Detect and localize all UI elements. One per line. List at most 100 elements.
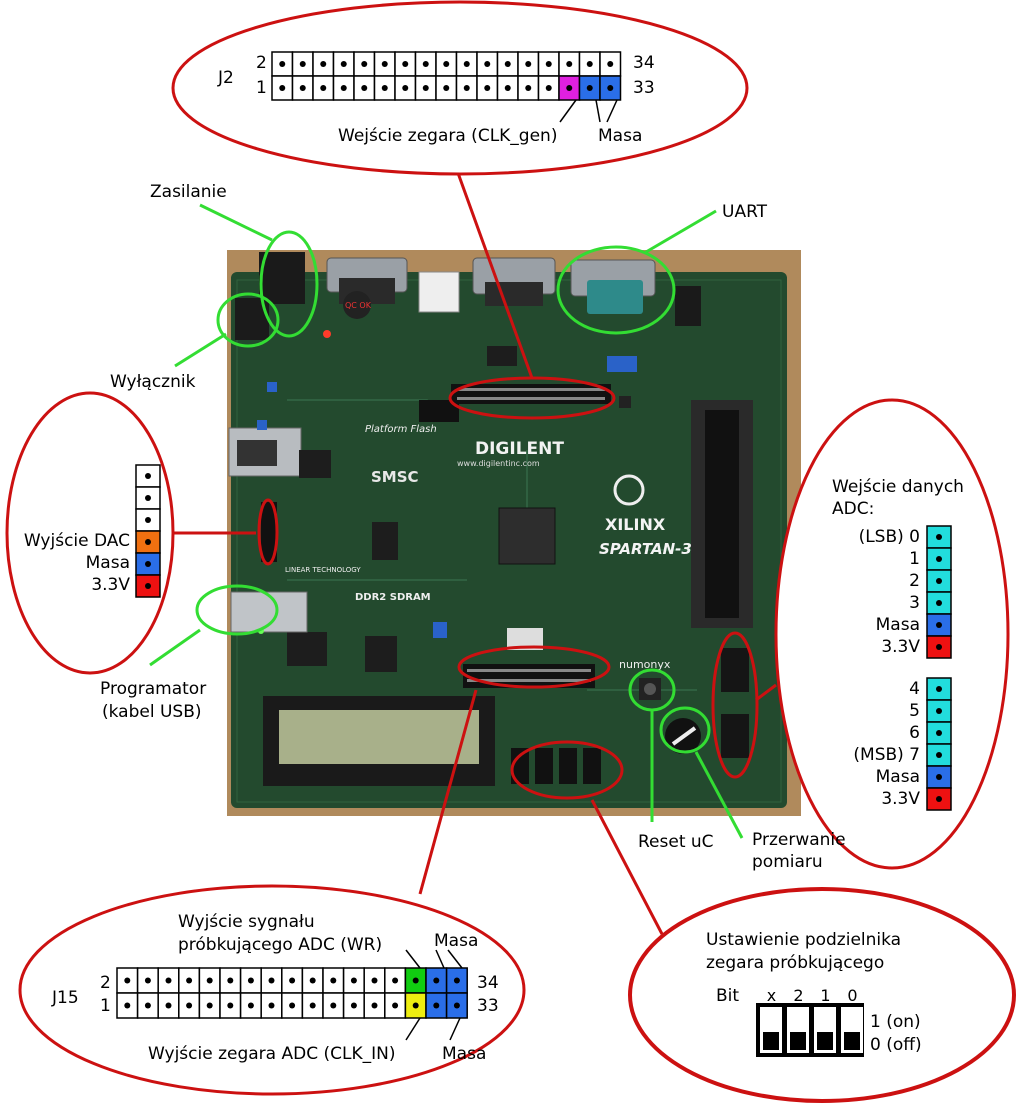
pin-dot (936, 622, 942, 628)
pin-dot (936, 686, 942, 692)
maker-label: DIGILENT (475, 439, 564, 459)
divider-bit: 0 (847, 986, 858, 1005)
pin-dot (412, 1002, 419, 1009)
divider-bit: 1 (820, 986, 831, 1005)
j2-pin-grid (271, 51, 622, 101)
pin-dot (289, 977, 296, 984)
divider-bit-label: Bit (716, 986, 740, 1006)
divider-title-2: zegara próbkującego (706, 953, 885, 973)
pin-dot (371, 1002, 378, 1009)
j15-row-bottom-left: 1 (100, 996, 111, 1016)
pin-dot (381, 61, 388, 67)
pin-dot (145, 473, 151, 479)
pin-dot (165, 1002, 172, 1009)
pin-dot (144, 977, 151, 984)
pin-dot (392, 977, 399, 984)
pin-dot (371, 977, 378, 984)
pin-dot (433, 977, 440, 984)
pin-dot (504, 85, 511, 91)
power-led (323, 330, 331, 338)
pin-dot (463, 61, 470, 67)
fpga-vendor-label: XILINX (605, 515, 666, 534)
j2-row-bottom-left: 1 (256, 78, 267, 98)
pin-dot (443, 85, 450, 91)
pin-dot (453, 977, 460, 984)
adc-pin-label: 5 (909, 701, 920, 721)
adc-title-2: ADC: (832, 499, 875, 519)
j2-row-bottom-right: 33 (633, 78, 655, 98)
dip-switch-graphic (756, 1003, 864, 1057)
j15-clkin-label: Wyjście zegara ADC (CLK_IN) (148, 1044, 396, 1064)
pin-dot (320, 85, 327, 91)
pin-dot (525, 85, 532, 91)
website-label: www.digilentinc.com (457, 459, 540, 468)
adc-pin-label: (MSB) 7 (853, 745, 920, 765)
pin-dot (340, 61, 347, 67)
pin-dot (463, 85, 470, 91)
pin-dot (289, 1002, 296, 1009)
pin-dot (566, 85, 573, 91)
pin-dot (607, 61, 614, 67)
divider-bit-headers: x 2 1 0 (758, 986, 866, 1005)
pin-dot (586, 61, 593, 67)
j2-gnd-label: Masa (598, 126, 643, 146)
pin-dot (504, 61, 511, 67)
divider-off-label: 0 (off) (870, 1035, 922, 1055)
pin-dot (227, 977, 234, 984)
interrupt-label-2: pomiaru (752, 852, 823, 872)
pin-dot (525, 61, 532, 67)
pin-dot (936, 796, 942, 802)
dac-power-label: 3.3V (91, 575, 130, 595)
dac-ground-label: Masa (85, 553, 130, 573)
pin-dot (422, 85, 429, 91)
dip-switch-knob (817, 1032, 833, 1050)
pin-dot (936, 644, 942, 650)
adc-pin-label: Masa (875, 615, 920, 635)
pin-dot (392, 1002, 399, 1009)
j15-name: J15 (52, 988, 79, 1008)
adc-pin-label: Masa (875, 767, 920, 787)
pin-dot (443, 61, 450, 67)
fpga-family-label: SPARTAN-3 (599, 540, 692, 558)
pin-dot (936, 730, 942, 736)
fpga-board: QC OK SMSC Platform Flash DIGILENT www.d… (227, 250, 801, 816)
pin-dot (936, 534, 942, 540)
pin-dot (545, 85, 552, 91)
dip-switch-knob (844, 1032, 860, 1050)
pin-dot (165, 977, 172, 984)
interrupt-label-1: Przerwanie (752, 830, 846, 850)
pin-dot (330, 977, 337, 984)
pin-dot (412, 977, 419, 984)
pin-dot (145, 517, 151, 523)
dac-pin-column (135, 464, 161, 598)
pin-dot (545, 61, 552, 67)
pin-dot (279, 61, 286, 67)
ps2-connector (418, 271, 460, 313)
pin-dot (206, 977, 213, 984)
pin-dot (361, 85, 368, 91)
lcd-screen (279, 710, 479, 764)
pin-dot (350, 977, 357, 984)
adc-pin-column-2 (926, 677, 952, 811)
j15-gnd-bottom-label: Masa (442, 1044, 487, 1064)
dac-output-label: Wyjście DAC (23, 531, 130, 551)
adc-pin-label: 1 (909, 549, 920, 569)
divider-bit: x (766, 986, 777, 1005)
dip-switch-knob (763, 1032, 779, 1050)
pin-dot (145, 583, 151, 589)
pin-dot (268, 1002, 275, 1009)
j2-clk-label: Wejście zegara (CLK_gen) (338, 126, 558, 146)
pin-dot (350, 1002, 357, 1009)
pin-dot (433, 1002, 440, 1009)
adc-pin-label: 3 (909, 593, 920, 613)
pin-dot (453, 1002, 460, 1009)
memory-label: DDR2 SDRAM (355, 592, 431, 603)
pin-dot (309, 977, 316, 984)
power-jack (259, 252, 305, 304)
adc-pin-label: 3.3V (881, 789, 920, 809)
pin-dot (361, 61, 368, 67)
ethernet-chip-label: SMSC (371, 468, 419, 486)
pin-dot (124, 1002, 131, 1009)
pin-dot (268, 977, 275, 984)
